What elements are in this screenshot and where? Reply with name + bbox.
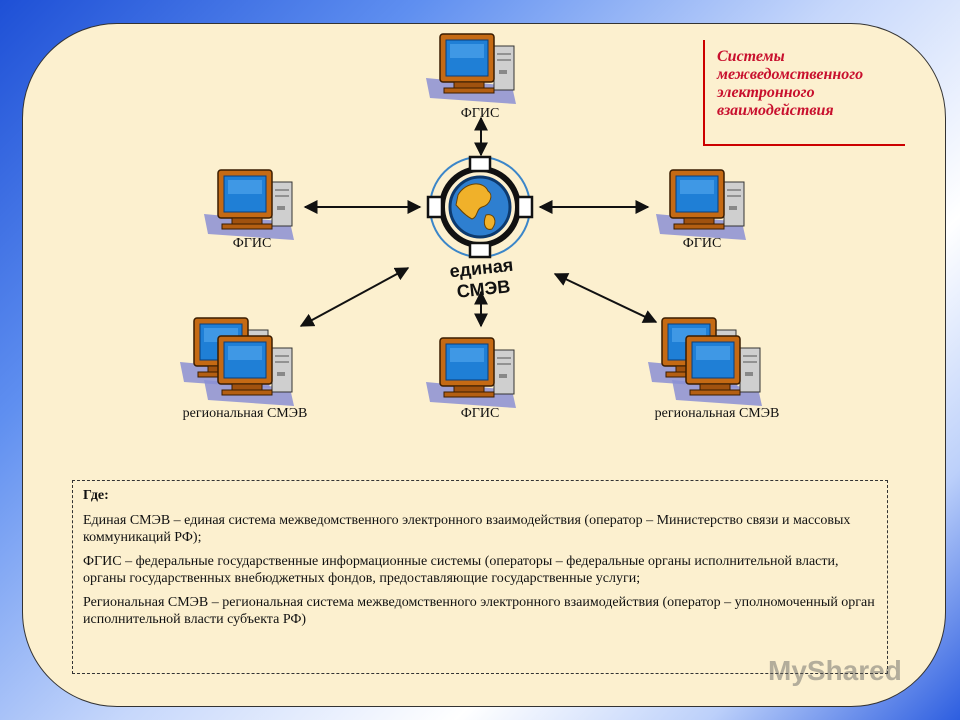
diagram-title: Системы межведомственного электронного в…: [717, 48, 864, 119]
watermark-logo: MyShared: [768, 655, 902, 686]
node-label-right: ФГИС: [682, 236, 722, 251]
legend-item-regional-smev: Региональная СМЭВ – региональная система…: [83, 595, 875, 627]
arrow-hub-bottom-right: [553, 273, 658, 323]
node-label-top: ФГИС: [460, 106, 500, 121]
computer-icon-bottom-right: [648, 318, 762, 406]
globe-icon: [426, 155, 534, 259]
node-label-bottom-right: региональная СМЭВ: [654, 406, 780, 421]
legend-item-smev: Единая СМЭВ – единая система межведомств…: [83, 513, 851, 545]
node-label-bottom-left: региональная СМЭВ: [182, 406, 308, 421]
node-label-bottom-center: ФГИС: [460, 406, 500, 421]
node-label-left: ФГИС: [232, 236, 272, 251]
computer-icon-bottom-left: [180, 318, 294, 406]
legend-item-fgis: ФГИС – федеральные государственные инфор…: [83, 554, 839, 586]
legend-box: Где: Единая СМЭВ – единая система межвед…: [72, 480, 888, 674]
computer-icon-top: [425, 33, 517, 105]
computer-icon-right: [655, 169, 747, 241]
arrow-hub-bottom-left: [299, 267, 410, 327]
computer-icon-left: [203, 169, 295, 241]
computer-icon-bottom-center: [425, 337, 517, 409]
title-box: Системы межведомственного электронного в…: [703, 40, 905, 146]
legend-heading: Где:: [83, 488, 109, 503]
